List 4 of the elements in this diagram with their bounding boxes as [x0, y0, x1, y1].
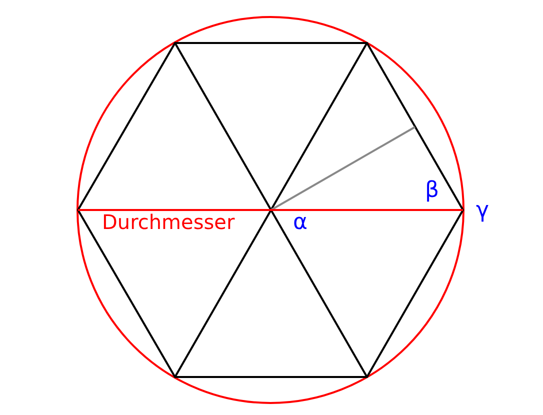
angle-label: β: [425, 180, 440, 202]
diameter-label: Durchmesser: [102, 212, 235, 232]
angle-label: γ: [476, 200, 490, 222]
angle-label: α: [293, 212, 308, 234]
